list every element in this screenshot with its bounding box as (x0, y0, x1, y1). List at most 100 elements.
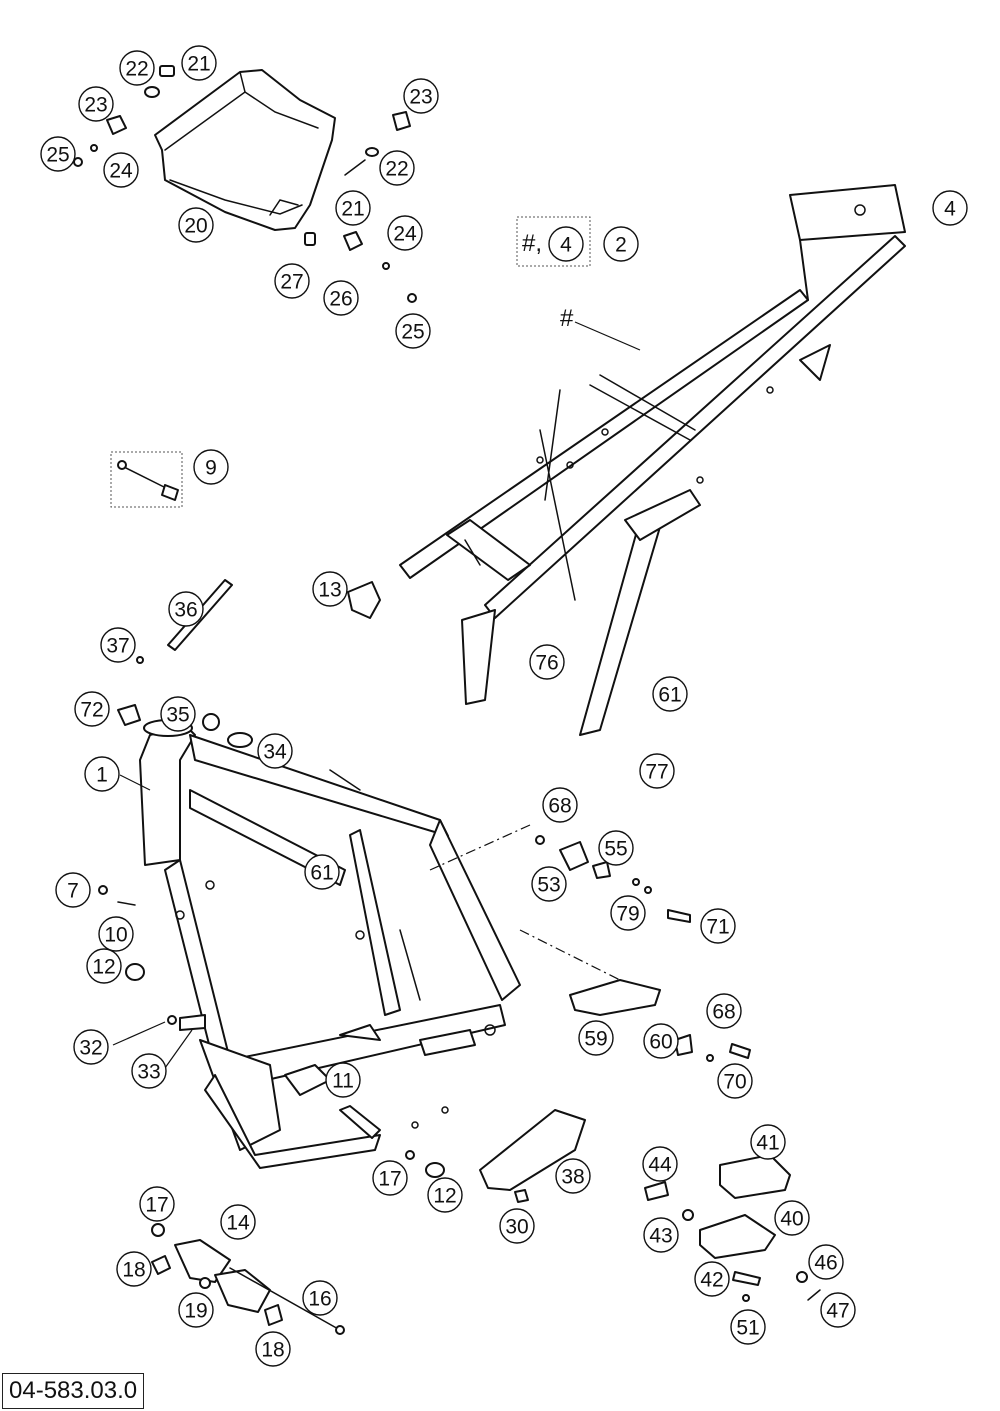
callout-number: 19 (184, 1300, 207, 1323)
callout-circle (178, 1292, 214, 1328)
callout-c2: 2 (603, 226, 639, 262)
callout-number: 25 (46, 144, 69, 167)
callout-number: 16 (308, 1288, 331, 1311)
kit-box-label: #, (522, 230, 542, 257)
callout-number: 1 (96, 764, 108, 787)
callouts: 1244791011121213141617171818192021212222… (40, 45, 968, 1367)
callout-circle (643, 1217, 679, 1253)
main-frame (139, 719, 521, 1169)
callout-circle (642, 1146, 678, 1182)
callout-circle (643, 1023, 679, 1059)
callout-circle (694, 1261, 730, 1297)
callout-number: 37 (106, 635, 129, 658)
callout-circle (119, 50, 155, 86)
callout-c76: 76 (529, 644, 565, 680)
callout-number: 60 (649, 1031, 672, 1054)
callout-circle (427, 1177, 463, 1213)
callout-c26: 26 (323, 280, 359, 316)
callout-c42: 42 (694, 1261, 730, 1297)
callout-circle (255, 1331, 291, 1367)
callout-circle (403, 78, 439, 114)
callout-circle (302, 1280, 338, 1316)
callout-number: 24 (109, 160, 133, 183)
callout-c33: 33 (131, 1053, 167, 1089)
callout-number: 77 (645, 761, 668, 784)
callout-circle (808, 1244, 844, 1280)
callout-c59: 59 (578, 1020, 614, 1056)
callout-c20: 20 (178, 207, 214, 243)
callout-circle (531, 866, 567, 902)
callout-circle (598, 830, 634, 866)
callout-c21a: 21 (181, 45, 217, 81)
callout-c12b: 12 (427, 1177, 463, 1213)
rear-subframe (399, 184, 906, 736)
callout-number: 33 (137, 1061, 160, 1084)
callout-c17b: 17 (372, 1160, 408, 1196)
callout-circle (103, 152, 139, 188)
callout-c35: 35 (160, 696, 196, 732)
part-9-box (110, 451, 183, 508)
callout-circle (730, 1309, 766, 1345)
callout-c61b: 61 (304, 854, 340, 890)
frame-hardware-left (98, 885, 206, 1076)
callout-c34: 34 (257, 733, 293, 769)
callout-c38: 38 (555, 1158, 591, 1194)
callout-circle (700, 908, 736, 944)
callout-c70: 70 (717, 1063, 753, 1099)
callout-number: 68 (548, 795, 571, 818)
callout-number: 41 (756, 1132, 779, 1155)
guard-hardware (73, 65, 417, 303)
callout-c22b: 22 (379, 150, 415, 186)
callout-c11: 11 (325, 1062, 361, 1098)
callout-number: 23 (409, 86, 432, 109)
callout-circle (372, 1160, 408, 1196)
callout-c24b: 24 (387, 215, 423, 251)
callout-circle (603, 226, 639, 262)
callout-number: 12 (92, 956, 115, 979)
callout-circle (74, 691, 110, 727)
callout-number: 22 (385, 158, 408, 181)
callout-number: 76 (535, 652, 558, 675)
callout-circle (548, 226, 584, 262)
callout-c24a: 24 (103, 152, 139, 188)
callout-c12a: 12 (86, 948, 122, 984)
frame-hash-marker: # (560, 305, 574, 332)
callout-number: 61 (658, 684, 681, 707)
callout-circle (717, 1063, 753, 1099)
callout-circle (274, 263, 310, 299)
diagram-reference-number: 04-583.03.0 (2, 1373, 145, 1409)
callout-circle (73, 1029, 109, 1065)
callout-number: 72 (80, 699, 103, 722)
callout-circle (578, 1020, 614, 1056)
callout-number: 18 (122, 1259, 145, 1282)
callout-number: 11 (332, 1070, 354, 1093)
callout-circle (178, 207, 214, 243)
callout-circle (335, 190, 371, 226)
callout-c23b: 23 (403, 78, 439, 114)
callout-number: 51 (736, 1317, 759, 1340)
callout-number: 53 (537, 874, 560, 897)
callout-circle (304, 854, 340, 890)
callout-c23a: 23 (78, 86, 114, 122)
footpeg-parts (644, 1154, 821, 1302)
part-9-drawing (117, 460, 179, 501)
callout-number: 4 (560, 234, 572, 257)
callout-c53: 53 (531, 866, 567, 902)
callout-c30: 30 (499, 1208, 535, 1244)
callout-circle (529, 644, 565, 680)
callout-c14: 14 (220, 1204, 256, 1240)
callout-number: 71 (706, 916, 729, 939)
callout-number: 27 (280, 271, 303, 294)
callout-circle (193, 449, 229, 485)
callout-c21b: 21 (335, 190, 371, 226)
callout-c25b: 25 (395, 313, 431, 349)
callout-c44: 44 (642, 1146, 678, 1182)
callout-c47: 47 (820, 1292, 856, 1328)
callout-number: 14 (226, 1212, 250, 1235)
callout-circle (610, 895, 646, 931)
callout-circle (932, 190, 968, 226)
callout-number: 2 (615, 234, 627, 257)
callout-circle (181, 45, 217, 81)
callout-c4a: 4 (548, 226, 584, 262)
